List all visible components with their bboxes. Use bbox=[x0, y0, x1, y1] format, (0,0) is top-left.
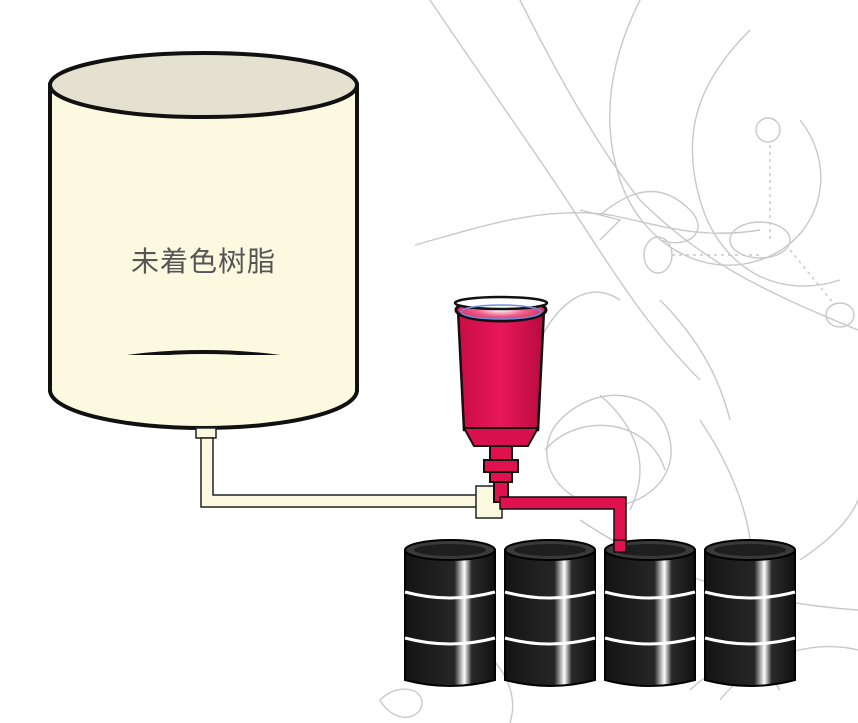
color-pipe-outlet bbox=[613, 539, 627, 553]
drum-icon bbox=[504, 539, 596, 687]
resin-tank-icon bbox=[48, 51, 359, 430]
tank-label: 未着色树脂 bbox=[130, 245, 276, 278]
drum-icon bbox=[704, 539, 796, 687]
drum-icon bbox=[404, 539, 496, 687]
resin-pipe bbox=[195, 427, 503, 519]
color-cup-icon bbox=[453, 295, 549, 503]
drum-icon bbox=[604, 539, 696, 687]
